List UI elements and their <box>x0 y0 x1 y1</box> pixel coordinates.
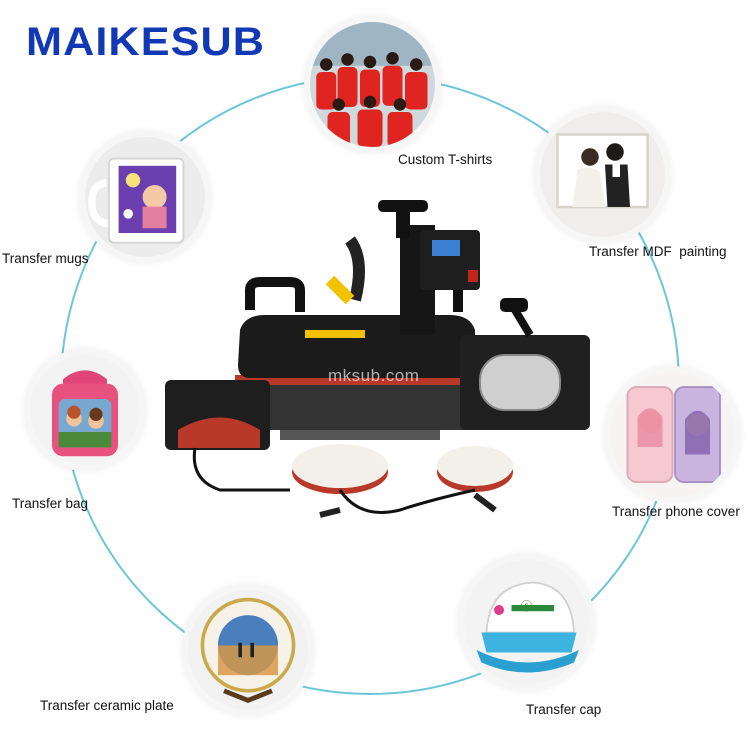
mug-icon <box>85 137 205 257</box>
label-cap: Transfer cap <box>526 702 602 717</box>
phone-cover-photo <box>610 372 735 497</box>
phone-case-icon <box>610 372 735 497</box>
label-phone-cover: Transfer phone cover <box>612 504 740 519</box>
label-custom-tshirts: Custom T-shirts <box>398 152 493 167</box>
heat-press-machine <box>165 200 590 518</box>
trucker-cap-icon: ⓒ <box>464 560 589 685</box>
watermark: mksub.com <box>328 366 420 385</box>
brand-logo: MAIKESUB <box>26 20 266 64</box>
backpack-icon <box>30 355 140 465</box>
mdf-painting-photo <box>540 112 665 237</box>
label-ceramic-plate: Transfer ceramic plate <box>40 698 174 713</box>
tshirt-group-icon <box>310 22 435 147</box>
tshirt-photo <box>310 22 435 147</box>
ceramic-plate-icon <box>188 590 308 710</box>
bag-photo <box>30 355 140 465</box>
ceramic-plate-photo <box>188 590 308 710</box>
wedding-couple-icon <box>540 112 665 237</box>
label-mugs: Transfer mugs <box>2 251 89 266</box>
mug-photo <box>85 137 205 257</box>
label-bag: Transfer bag <box>12 496 89 511</box>
cap-photo: ⓒ <box>464 560 589 685</box>
label-mdf-painting: Transfer MDF painting <box>589 244 727 259</box>
